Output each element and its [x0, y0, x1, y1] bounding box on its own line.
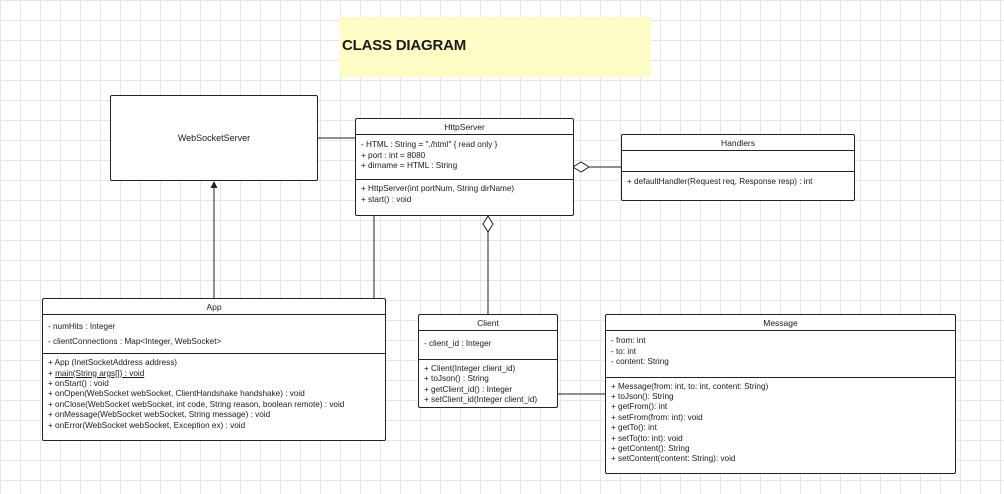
- operation: + App (InetSocketAddress address): [48, 358, 178, 368]
- operations-section: + defaultHandler(Request req, Response r…: [622, 171, 854, 190]
- operation: + setFrom(from: int): void: [611, 412, 703, 422]
- attributes-section: - client_id : Integer: [419, 331, 557, 358]
- operation: + Message(from: int, to: int, content: S…: [611, 381, 769, 391]
- operation: + setClient_id(Integer client_id): [424, 395, 538, 405]
- static-operation-text: main(String args[]) : void: [55, 368, 145, 378]
- class-name: Client: [419, 315, 557, 332]
- operations-section: + Client(Integer client_id) + toJson() :…: [419, 358, 557, 409]
- operation: + onMessage(WebSocket webSocket, String …: [48, 410, 271, 420]
- operation: + onError(WebSocket webSocket, Exception…: [48, 420, 246, 430]
- operation: + setTo(to: int): void: [611, 433, 683, 443]
- operation: + getClient_id() : Integer: [424, 384, 513, 394]
- operation: + main(String args[]) : void: [48, 368, 145, 378]
- attribute: - client_id : Integer: [424, 339, 492, 349]
- class-name: WebSocketServer: [177, 133, 251, 143]
- class-handlers[interactable]: Handlers + defaultHandler(Request req, R…: [621, 134, 855, 201]
- inheritance-arrowhead: [210, 181, 218, 188]
- title-box: CLASS DIAGRAM: [340, 17, 651, 77]
- class-name: HttpServer: [356, 119, 573, 136]
- attributes-section: - from: int - to: int - content: String: [606, 331, 955, 376]
- class-httpserver[interactable]: HttpServer - HTML : String = "./html" { …: [355, 118, 574, 216]
- class-app[interactable]: App - numHits : Integer - clientConnecti…: [42, 298, 386, 441]
- attribute: - content: String: [611, 357, 669, 367]
- page-title: CLASS DIAGRAM: [342, 37, 467, 54]
- attributes-section: - HTML : String = "./html" { read only }…: [356, 135, 573, 179]
- operations-section: + HttpServer(int portNum, String dirName…: [356, 179, 573, 208]
- class-message[interactable]: Message - from: int - to: int - content:…: [605, 314, 956, 474]
- operation: + HttpServer(int portNum, String dirName…: [361, 184, 515, 194]
- operations-section: + Message(from: int, to: int, content: S…: [606, 376, 955, 468]
- operations-section: + App (InetSocketAddress address) + main…: [43, 353, 385, 434]
- operation: + getFrom(): int: [611, 402, 668, 412]
- operation: + start() : void: [361, 194, 412, 204]
- attribute: - to: int: [611, 346, 637, 356]
- class-name: App: [43, 299, 385, 316]
- operation: + onStart() : void: [48, 379, 109, 389]
- aggregation-diamond-client: [482, 215, 494, 233]
- attribute: + port : int = 8080: [361, 150, 426, 160]
- attribute: - numHits : Integer: [48, 322, 116, 332]
- operation: + Client(Integer client_id): [424, 363, 516, 373]
- operation: + onOpen(WebSocket webSocket, ClientHand…: [48, 389, 305, 399]
- operation: + setContent(content: String): void: [611, 454, 736, 464]
- attribute: + dirname = HTML : String: [361, 161, 458, 171]
- class-websocketserver[interactable]: WebSocketServer: [110, 95, 318, 181]
- class-name: Handlers: [622, 135, 854, 152]
- operation: + getTo(): int: [611, 423, 657, 433]
- attribute: - from: int: [611, 336, 646, 346]
- attribute: - HTML : String = "./html" { read only }: [361, 140, 498, 150]
- attributes-section: [622, 151, 854, 171]
- class-name: Message: [606, 315, 955, 332]
- attributes-section: - numHits : Integer - clientConnections …: [43, 315, 385, 353]
- operation: + defaultHandler(Request req, Response r…: [627, 177, 813, 187]
- attribute: - clientConnections : Map<Integer, WebSo…: [48, 336, 222, 346]
- operation: + onClose(WebSocket webSocket, int code,…: [48, 399, 345, 409]
- operation: + toJson() : String: [424, 374, 489, 384]
- operation: + toJson(): String: [611, 392, 674, 402]
- class-client[interactable]: Client - client_id : Integer + Client(In…: [418, 314, 558, 408]
- aggregation-diamond-handlers: [572, 161, 590, 173]
- operation: + getContent(): String: [611, 444, 690, 454]
